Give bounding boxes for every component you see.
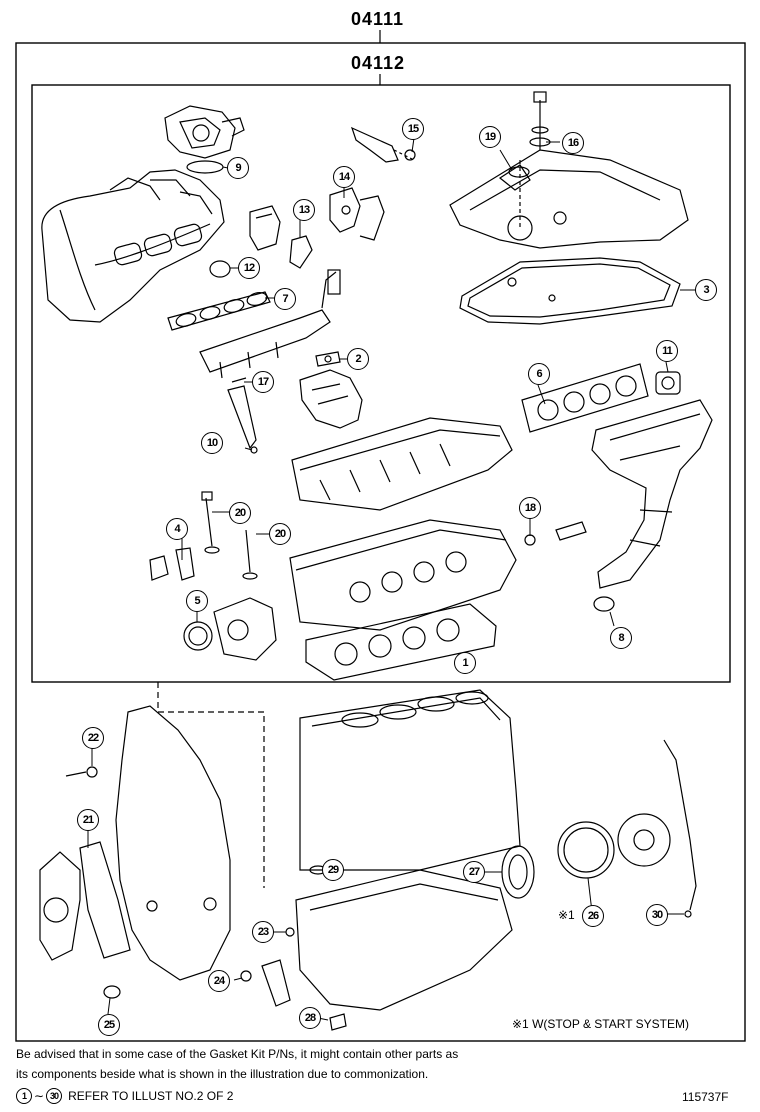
callout-23[interactable]: 23	[252, 921, 274, 943]
gasket-7-shape	[167, 291, 271, 331]
gasket-2-shape	[315, 351, 341, 367]
callout-25[interactable]: 25	[98, 1014, 120, 1036]
callout-20b[interactable]: 20	[269, 523, 291, 545]
callout-21[interactable]: 21	[77, 809, 99, 831]
callout-26[interactable]: 26	[582, 905, 604, 927]
callout-4[interactable]: 4	[166, 518, 188, 540]
flywheel-drawing	[617, 813, 671, 867]
callout-1[interactable]: 1	[454, 652, 476, 674]
camshaft-housing-drawing	[291, 417, 513, 511]
callout-22[interactable]: 22	[82, 727, 104, 749]
gasket-8-shape	[593, 596, 615, 612]
footnote-mark-26: ※1	[558, 908, 575, 922]
part-4-drawing	[149, 547, 195, 581]
dipstick-30-drawing	[663, 739, 697, 918]
sensor-15-drawing	[350, 126, 416, 163]
callout-9[interactable]: 9	[227, 157, 249, 179]
callout-12[interactable]: 12	[238, 257, 260, 279]
water-inlet-drawing	[213, 597, 277, 661]
callout-10[interactable]: 10	[201, 432, 223, 454]
intake-manifold-drawing	[41, 169, 225, 323]
refer-to-callout: 30	[46, 1088, 63, 1104]
kit-label-04111: 04111	[351, 9, 405, 29]
callout-16[interactable]: 16	[562, 132, 584, 154]
injector-10-17-drawing	[227, 377, 258, 454]
egr-valve-drawing	[249, 205, 313, 269]
valves-drawing	[201, 491, 258, 580]
fuel-rail-drawing	[199, 269, 341, 379]
gasket-6-shape	[521, 363, 649, 433]
refer-from-callout: 1	[16, 1088, 32, 1104]
range-tilde: ∼	[34, 1089, 45, 1103]
cylinder-head-drawing	[289, 519, 517, 631]
sensor-18-drawing	[524, 521, 587, 546]
oil-seal-27-shape	[501, 845, 535, 899]
callout-20a[interactable]: 20	[229, 502, 251, 524]
head-gasket-1-shape	[305, 603, 497, 681]
inner-kit-frame	[31, 84, 731, 683]
footnote-stop-start: ※1 W(STOP & START SYSTEM)	[512, 1017, 689, 1031]
callout-29[interactable]: 29	[322, 859, 344, 881]
callout-11[interactable]: 11	[656, 340, 678, 362]
leader-lines	[87, 137, 696, 1021]
gasket-3-shape	[459, 257, 681, 325]
callout-15[interactable]: 15	[402, 118, 424, 140]
figure-id: 115737F	[682, 1090, 729, 1104]
outer-kit-frame	[15, 42, 746, 1042]
oil-seal-26-shape	[557, 821, 615, 879]
oil-control-valve-drawing	[299, 369, 363, 429]
callout-18[interactable]: 18	[519, 497, 541, 519]
callout-8[interactable]: 8	[610, 627, 632, 649]
callout-27[interactable]: 27	[463, 861, 485, 883]
callout-14[interactable]: 14	[333, 166, 355, 188]
throttle-body-drawing	[164, 105, 245, 159]
refer-range: 1 ∼ 30 REFER TO ILLUST NO.2 OF 2	[16, 1087, 233, 1105]
callout-6[interactable]: 6	[528, 363, 550, 385]
water-pump-drawing	[39, 841, 131, 961]
oil-pan-drawing	[295, 869, 513, 1011]
callout-17[interactable]: 17	[252, 371, 274, 393]
gasket-5-shape	[183, 621, 213, 651]
gasket-12-shape	[209, 260, 231, 278]
part-14-drawing	[329, 187, 385, 241]
callout-28[interactable]: 28	[299, 1007, 321, 1029]
cylinder-block-drawing	[299, 689, 521, 871]
callout-30[interactable]: 30	[646, 904, 668, 926]
callout-24[interactable]: 24	[208, 970, 230, 992]
callout-3[interactable]: 3	[695, 279, 717, 301]
refer-text: REFER TO ILLUST NO.2 OF 2	[68, 1089, 234, 1103]
advisory-note-line-1: Be advised that in some case of the Gask…	[16, 1047, 459, 1061]
cylinder-head-cover-drawing	[449, 91, 689, 249]
gasket-9-shape	[186, 160, 224, 174]
callout-19[interactable]: 19	[479, 126, 501, 148]
kit-label-04112: 04112	[351, 53, 406, 73]
callout-13[interactable]: 13	[293, 199, 315, 221]
callout-7[interactable]: 7	[274, 288, 296, 310]
callout-2[interactable]: 2	[347, 348, 369, 370]
callout-5[interactable]: 5	[186, 590, 208, 612]
exhaust-manifold-drawing	[591, 399, 713, 589]
advisory-note-line-2: its components beside what is shown in t…	[16, 1067, 429, 1081]
gasket-11-shape	[655, 371, 681, 395]
timing-cover-drawing	[115, 682, 265, 981]
